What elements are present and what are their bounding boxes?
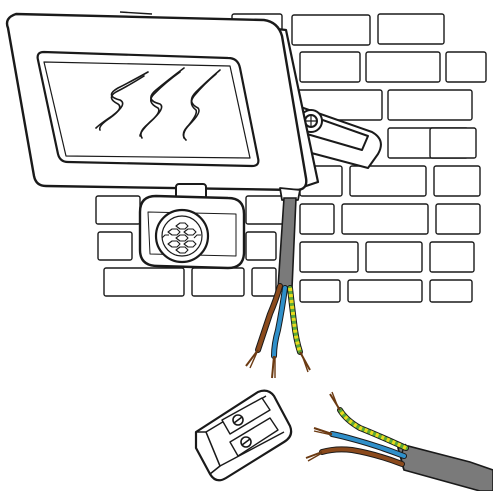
brick-wall-icon: [95, 11, 487, 303]
terminal-screw-icon: [232, 414, 252, 448]
floodlight-icon: [5, 12, 320, 201]
supply-cable-icon: [305, 391, 493, 491]
terminal-connector-block-icon: [194, 389, 293, 482]
fresnel-lens-icon: [161, 222, 201, 254]
lamp-cable-icon: [245, 197, 311, 379]
light-waves-icon: [95, 67, 221, 141]
pir-motion-sensor-icon: [138, 183, 246, 270]
